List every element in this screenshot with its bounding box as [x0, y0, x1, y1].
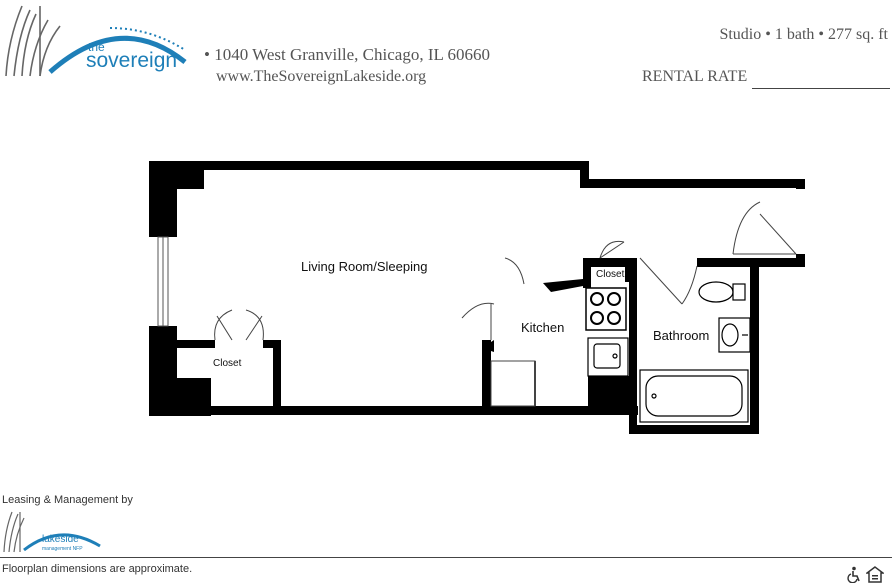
bathroom-sink [718, 317, 751, 353]
toilet [698, 281, 746, 303]
refrigerator [490, 360, 536, 407]
rental-rate-blank-line [752, 88, 890, 89]
room-label-closet-kitchen: Closet [596, 269, 625, 280]
room-label-living: Living Room/Sleeping [301, 259, 427, 274]
brand-small-text: the [88, 40, 105, 54]
kitchen-sink [587, 337, 629, 377]
stove [585, 287, 627, 331]
footer-rule [0, 557, 892, 558]
door-swings [214, 201, 797, 341]
bathtub [639, 369, 749, 423]
equal-housing-icon [866, 566, 884, 583]
address-text: • 1040 West Granville, Chicago, IL 60660 [204, 45, 490, 64]
wheelchair-accessibility-icon [847, 566, 860, 583]
sovereign-logo: the sovereign [5, 5, 187, 77]
room-label-bathroom: Bathroom [653, 328, 709, 343]
brand-name-text: sovereign [86, 49, 177, 72]
rental-rate-label: RENTAL RATE [642, 68, 748, 85]
window [157, 236, 169, 327]
leasing-label: Leasing & Management by [2, 494, 133, 506]
lakeside-arcs-icon [3, 511, 25, 553]
room-label-closet-left: Closet [213, 358, 242, 369]
lakeside-brand-text: lakeside [42, 534, 79, 545]
lakeside-logo: lakeside management NFP [3, 511, 101, 553]
disclaimer-text: Floorplan dimensions are approximate. [2, 563, 193, 575]
logo-arcs-icon [5, 5, 61, 77]
logo-swoosh-icon [48, 35, 187, 74]
website-link[interactable]: www.TheSovereignLakeside.org [216, 68, 427, 85]
room-label-kitchen: Kitchen [521, 320, 564, 335]
lakeside-sub-text: management NFP [42, 546, 83, 552]
walls [149, 161, 805, 434]
unit-summary: Studio • 1 bath • 277 sq. ft [719, 26, 888, 43]
